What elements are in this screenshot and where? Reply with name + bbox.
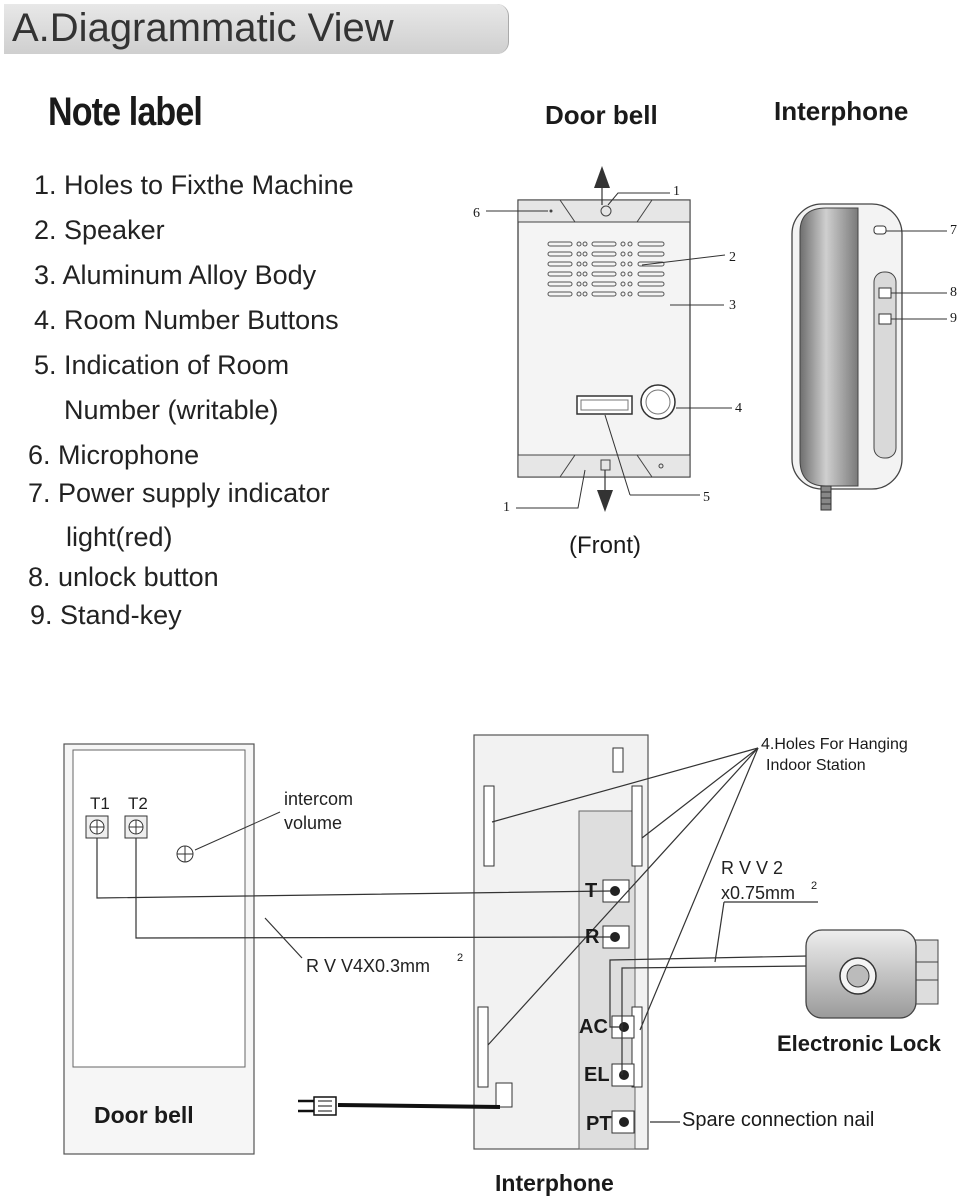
- terminal-r: R: [585, 926, 600, 948]
- note-item-7: 7. Power supply indicator: [28, 478, 330, 508]
- note-item-7-cont: light(red): [66, 522, 173, 552]
- front-caption: (Front): [569, 532, 641, 559]
- note-item-8: 8. unlock button: [28, 562, 219, 592]
- electronic-lock: [805, 929, 939, 1019]
- interphone-handset: [791, 203, 903, 511]
- doorbell-callout-lines: [486, 192, 732, 509]
- note-item-3: 3. Aluminum Alloy Body: [34, 260, 317, 290]
- cable-spec-doorbell-sup: 2: [457, 952, 464, 964]
- electronic-lock-label: Electronic Lock: [777, 1031, 941, 1056]
- callout-1-bottom: 1: [503, 500, 510, 515]
- terminal-t2-label: T2: [128, 794, 148, 813]
- callout-2: 2: [729, 250, 736, 265]
- note-item-4: 4. Room Number Buttons: [34, 305, 339, 335]
- note-item-1: 1. Holes to Fixthe Machine: [34, 170, 354, 200]
- terminal-pt: PT: [586, 1113, 612, 1135]
- power-plug: [298, 1096, 501, 1116]
- note-item-2: 2. Speaker: [34, 215, 165, 245]
- header-bar: [4, 4, 509, 54]
- interphone-back-panel: [473, 734, 649, 1150]
- callout-7: 7: [950, 223, 957, 238]
- cable-spec-lock-2: x0.75mm: [721, 883, 796, 903]
- note-item-9: 9. Stand-key: [30, 600, 182, 630]
- doorbell-back-label: Door bell: [94, 1102, 194, 1128]
- callout-9: 9: [950, 311, 957, 326]
- interphone-back-label: Interphone: [495, 1170, 614, 1196]
- callout-4: 4: [735, 401, 742, 416]
- callout-3: 3: [729, 298, 736, 313]
- wires: [96, 747, 818, 1123]
- callout-1-top: 1: [673, 184, 680, 199]
- interphone-heading: Interphone: [774, 96, 909, 126]
- spare-nail-label: Spare connection nail: [682, 1109, 875, 1131]
- holes-label-1: 4.Holes For Hanging: [761, 736, 908, 753]
- terminal-ac: AC: [579, 1016, 608, 1038]
- doorbell-heading: Door bell: [545, 100, 658, 130]
- note-item-5: 5. Indication of Room: [34, 350, 290, 380]
- cable-spec-lock-sup: 2: [811, 880, 818, 892]
- intercom-volume-label-2: volume: [284, 813, 343, 833]
- callout-8: 8: [950, 285, 957, 300]
- doorbell-front-panel: [517, 199, 691, 478]
- intercom-volume-label-1: intercom: [284, 789, 354, 809]
- volume-leader: [194, 811, 281, 851]
- page-title: A.Diagrammatic View: [12, 6, 394, 50]
- note-label-title: Note label: [48, 90, 203, 134]
- terminal-el: EL: [584, 1064, 610, 1086]
- cable-spec-lock-1: R V V 2: [721, 858, 784, 878]
- terminal-t: T: [585, 880, 598, 902]
- note-item-6: 6. Microphone: [28, 440, 200, 470]
- note-item-5-cont: Number (writable): [64, 395, 279, 425]
- holes-label-2: Indoor Station: [766, 757, 866, 774]
- mount-arrows: [594, 166, 613, 512]
- callout-6: 6: [473, 206, 480, 221]
- cable-spec-doorbell: R V V4X0.3mm: [306, 956, 431, 976]
- doorbell-back-panel: [63, 743, 255, 1155]
- callout-5: 5: [703, 490, 710, 505]
- interphone-callout-lines: [886, 230, 947, 320]
- terminal-t1-label: T1: [90, 794, 110, 813]
